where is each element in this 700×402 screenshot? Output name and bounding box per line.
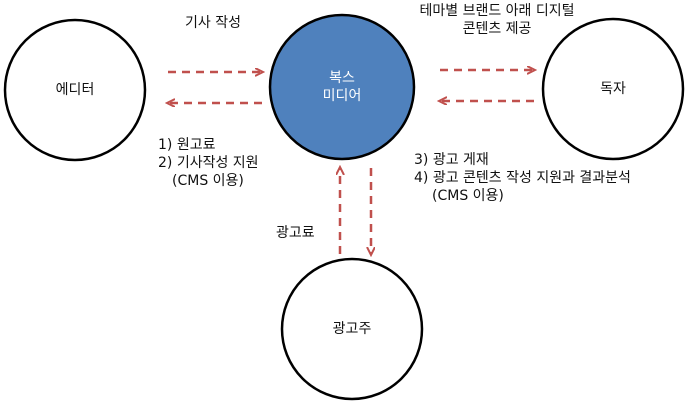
edge-label-content-provision: 테마별 브랜드 아래 디지털 콘텐츠 제공	[392, 2, 602, 38]
edge-label-line: 1) 원고료	[158, 137, 216, 153]
edge-label-ad-fee: 광고료	[276, 225, 315, 241]
edge-label-line: (CMS 이용)	[432, 188, 504, 204]
edge-label-line: (CMS 이용)	[172, 173, 244, 189]
editor-node	[3, 18, 147, 162]
reader-node	[541, 17, 685, 161]
edge-label-line: 콘텐츠 제공	[462, 21, 532, 37]
edge-label-line: 테마별 브랜드 아래 디지털	[419, 3, 575, 19]
edge-label-ad-services: 3) 광고 게재 4) 광고 콘텐츠 작성 지원과 결과분석 (CMS 이용)	[414, 151, 631, 205]
edge-label-line: 3) 광고 게재	[414, 152, 489, 168]
boxmedia-label-line1: 복스	[329, 70, 355, 86]
boxmedia-label: 복스 미디어	[323, 69, 362, 105]
advertiser-label: 광고주	[332, 321, 372, 337]
edge-label-editor-support: 1) 원고료 2) 기사작성 지원 (CMS 이용)	[158, 136, 259, 190]
advertiser-node	[280, 257, 424, 401]
edge-label-line: 4) 광고 콘텐츠 작성 지원과 결과분석	[414, 170, 631, 186]
edge-label-write-article: 기사 작성	[185, 15, 241, 31]
reader-label: 독자	[600, 81, 626, 97]
boxmedia-node	[268, 13, 416, 161]
edge-label-line: 2) 기사작성 지원	[158, 155, 259, 171]
boxmedia-label-line2: 미디어	[322, 88, 362, 104]
editor-label: 에디터	[55, 82, 95, 98]
